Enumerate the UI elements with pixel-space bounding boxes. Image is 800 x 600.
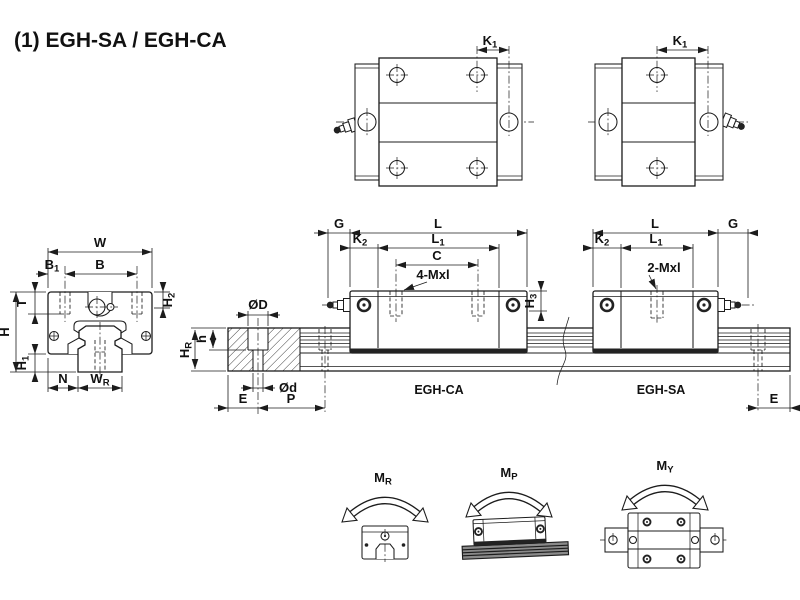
caption-egh-ca: EGH-CA — [414, 383, 463, 397]
dim-g-right: G — [728, 216, 738, 231]
dim-l1-ca: L1 — [431, 231, 445, 249]
dim-h: H — [0, 327, 12, 336]
caption-egh-sa: EGH-SA — [637, 383, 686, 397]
grease-nipple-icon — [326, 298, 351, 312]
side-port — [699, 112, 719, 132]
mount-hole — [646, 66, 668, 179]
dim-t: T — [14, 299, 29, 307]
moment-arrow-icon — [622, 489, 708, 511]
carriage-sa-bottom-seal — [593, 348, 718, 353]
rail-break-line — [556, 316, 570, 386]
label-mp: MP — [500, 465, 518, 483]
dim-e-right: E — [770, 391, 779, 406]
grease-nipple-icon — [720, 112, 748, 135]
dim-b1: B1 — [45, 257, 60, 275]
label-my: MY — [656, 458, 674, 476]
grease-nipple-icon — [331, 117, 359, 138]
dim-wr: WR — [90, 371, 109, 389]
moment-arrow-icon — [466, 496, 552, 518]
carriage-ca-side-view: G L K2 L1 C 4-Mxl H3 EGH-CA — [314, 216, 547, 397]
dim-e-left: E — [239, 391, 248, 406]
top-view-ca: K1 — [331, 33, 534, 187]
top-view-sa: K1 — [588, 33, 748, 187]
dim-g-left: G — [334, 216, 344, 231]
dim-p: P — [287, 391, 296, 406]
page-title: (1) EGH-SA / EGH-CA — [14, 29, 227, 52]
dim-od: ØD — [248, 297, 268, 312]
dim-e-right-group: E — [746, 375, 800, 412]
carriage-ca-body — [349, 290, 528, 354]
moment-arrow-icon — [342, 501, 428, 523]
bolt-hole-cut — [253, 350, 263, 371]
dim-n: N — [58, 371, 67, 386]
bolt-label-ca: 4-Mxl — [416, 267, 449, 282]
dim-k1-sa: K1 — [673, 33, 688, 51]
mount-hole-hidden — [650, 285, 664, 324]
mount-holes-hidden — [389, 259, 485, 322]
dim-k2-ca: K2 — [353, 231, 368, 249]
dim-l-ca: L — [434, 216, 442, 231]
dim-h-small: h — [194, 335, 209, 343]
label-mr: MR — [374, 470, 392, 488]
dim-l-sa: L — [651, 216, 659, 231]
dim-k1-ca: K1 — [483, 33, 498, 51]
mount-hole — [386, 64, 488, 179]
carriage-ca-bottom-seal — [350, 348, 527, 353]
dim-l1-sa: L1 — [649, 231, 663, 249]
dim-k2-sa: K2 — [595, 231, 610, 249]
moment-my: MY — [600, 458, 728, 569]
carriage-sa-side-view: L G K2 L1 2-Mxl EGH-SA — [583, 216, 758, 397]
rail-section-dims: ØD Ød h HR E P — [177, 297, 326, 414]
dim-c: C — [432, 248, 442, 263]
dim-od-small: Ød — [279, 380, 297, 395]
moment-mr: MR — [342, 470, 428, 562]
bolt-label-sa: 2-Mxl — [647, 260, 680, 275]
dim-w: W — [94, 235, 107, 250]
rail-hole-right — [750, 324, 766, 412]
dim-h2: H2 — [160, 293, 178, 308]
grease-nipple-icon — [717, 298, 742, 312]
dim-hr: HR — [177, 342, 195, 358]
front-section-view: W B1 B T H H1 H2 N WR — [0, 235, 178, 392]
dim-h3: H3 — [522, 294, 540, 309]
rail-hole-left — [318, 329, 332, 371]
dim-h1: H1 — [14, 355, 32, 370]
dim-b: B — [95, 257, 104, 272]
moment-mp: MP — [461, 465, 570, 560]
top-thread-holes-hidden — [59, 266, 143, 322]
